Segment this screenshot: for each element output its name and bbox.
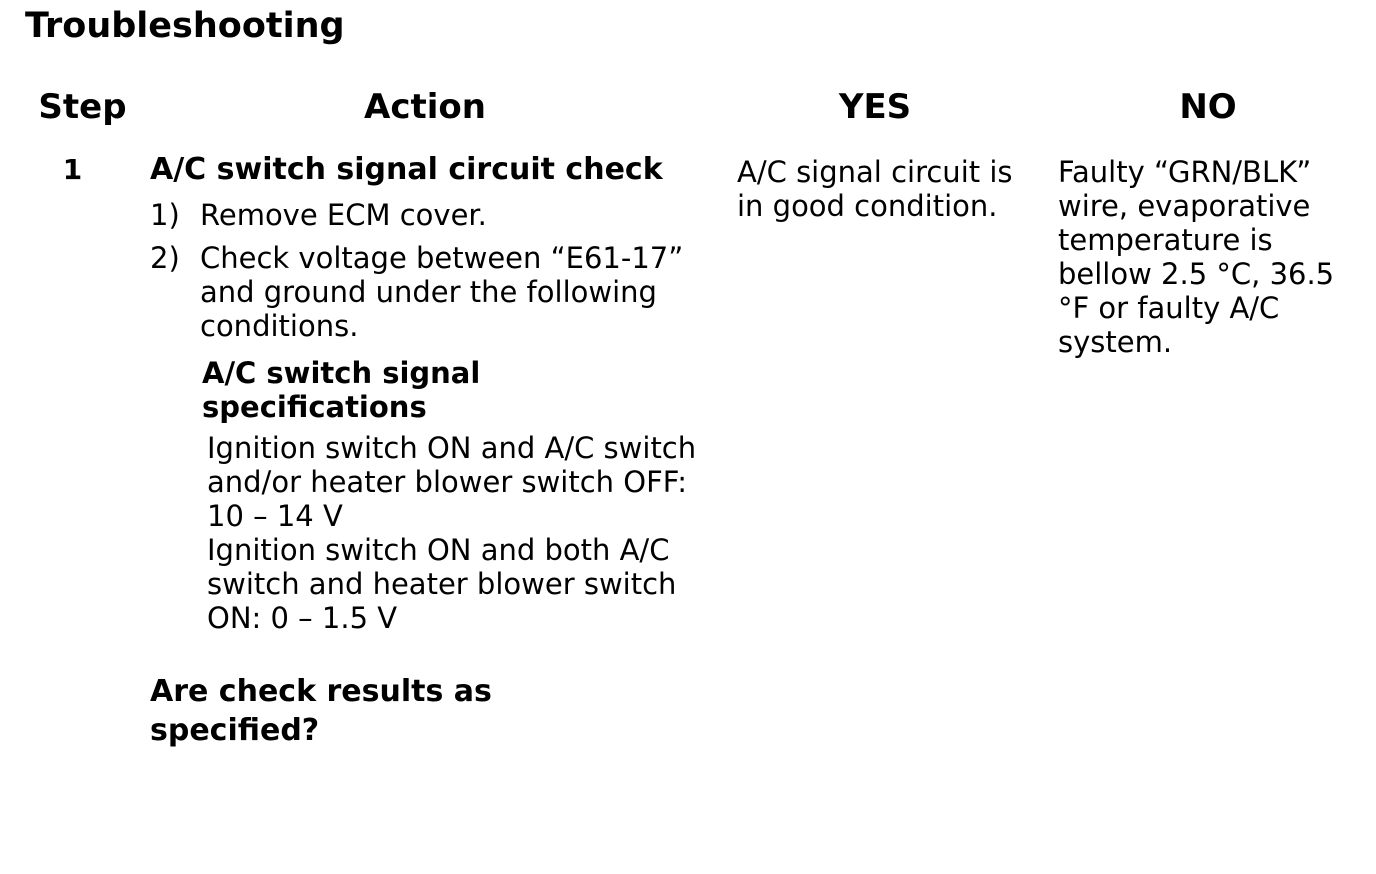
list-item: 2) Check voltage between “E61-17” and gr… bbox=[150, 241, 710, 343]
page-title: Troubleshooting bbox=[25, 6, 345, 46]
action-heading: A/C switch signal circuit check bbox=[150, 152, 663, 187]
table-row: 1 A/C switch signal circuit check 1) Rem… bbox=[25, 152, 1376, 750]
column-header-no: NO bbox=[1179, 87, 1237, 127]
spec-text: Ignition switch ON and A/C switch and/or… bbox=[207, 431, 697, 635]
action-cell: A/C switch signal circuit check 1) Remov… bbox=[140, 152, 710, 750]
list-item: 1) Remove ECM cover. bbox=[150, 198, 710, 232]
step-number: 1 bbox=[62, 153, 83, 186]
action-step-list: 1) Remove ECM cover. 2) Check voltage be… bbox=[150, 198, 710, 343]
list-item-text: Check voltage between “E61-17” and groun… bbox=[200, 241, 684, 343]
column-header-yes: YES bbox=[838, 87, 912, 127]
table-header-row: Step Action YES NO bbox=[25, 88, 1376, 126]
column-header-step: Step bbox=[38, 87, 127, 127]
spec-heading: A/C switch signal specifications bbox=[202, 356, 481, 424]
yes-cell: A/C signal circuit is in good condition. bbox=[737, 155, 1013, 223]
check-question: Are check results as specified? bbox=[150, 674, 492, 748]
list-item-number: 2) bbox=[150, 241, 180, 275]
no-cell: Faulty “GRN/BLK” wire, evaporative tempe… bbox=[1058, 155, 1335, 359]
list-item-text: Remove ECM cover. bbox=[200, 198, 487, 232]
column-header-action: Action bbox=[364, 87, 486, 127]
list-item-number: 1) bbox=[150, 198, 180, 232]
